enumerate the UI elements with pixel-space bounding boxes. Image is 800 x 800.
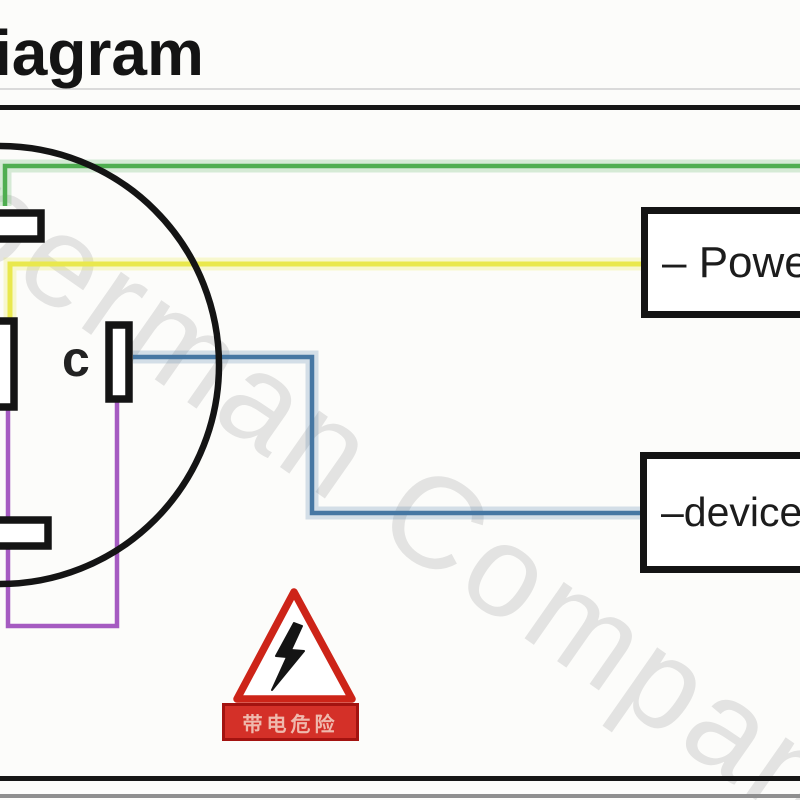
device-box-label: –device: [661, 489, 800, 535]
header-black-divider: [0, 105, 800, 110]
terminal-left: [0, 317, 18, 411]
switch-body-circle: [0, 142, 223, 588]
page-title: iagram: [0, 17, 204, 89]
warning-banner: 带电危险: [222, 703, 359, 741]
purple-wire: [5, 400, 120, 629]
green-wire: [0, 159, 800, 206]
header-thin-divider: [0, 88, 800, 90]
footer-gray-divider: [0, 794, 800, 798]
terminal-c-label: c: [62, 331, 90, 387]
power-box: – Power: [641, 207, 800, 318]
device-box: –device: [640, 452, 800, 573]
yellow-wire: [3, 257, 644, 320]
lightning-bolt-icon: [271, 622, 305, 691]
terminal-bottom: [0, 516, 52, 550]
blue-wire: [133, 350, 644, 520]
electric-shock-warning-sign: [233, 588, 356, 703]
terminal-top: [0, 209, 45, 243]
footer-black-divider: [0, 776, 800, 781]
power-box-label: – Power: [662, 237, 800, 287]
terminal-c: [105, 321, 133, 403]
